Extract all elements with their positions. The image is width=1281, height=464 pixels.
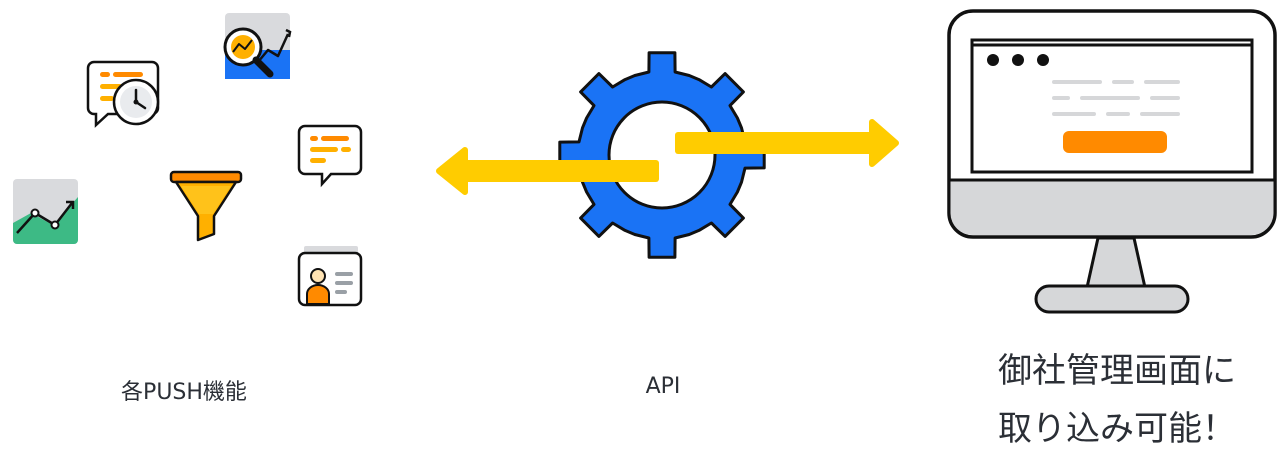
profile-card-icon [297,246,363,307]
funnel-icon [169,170,243,242]
arrow-left-icon [436,147,659,195]
result-label-line2: 取り込み可能！ [998,409,1236,449]
push-features-label: 各PUSH機能 [121,380,247,405]
analytics-magnifier-icon [223,13,292,79]
chat-clock-icon [86,60,160,128]
api-label: API [645,374,681,399]
arrow-right-icon [675,119,899,167]
result-label-line1: 御社管理画面に [998,351,1236,391]
result-label: 御社管理画面に 取り込み可能！ [962,342,1272,458]
monitor-screen-button [1063,131,1167,153]
chat-list-icon [297,124,363,188]
monitor-icon [947,9,1277,314]
line-chart-icon [13,179,78,244]
gear-icon [558,51,766,259]
